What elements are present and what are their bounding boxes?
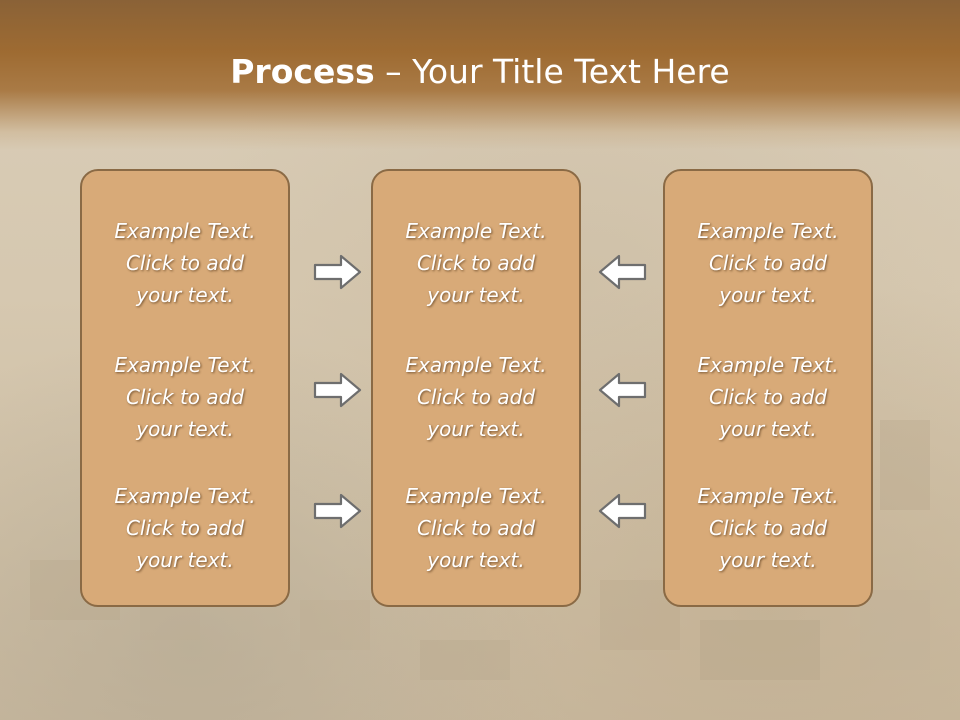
arrow-left-icon xyxy=(598,254,647,290)
text-line: Example Text. xyxy=(114,484,256,508)
arrow-left-icon xyxy=(598,493,647,529)
text-line: your text. xyxy=(719,283,817,307)
arrow-right-icon xyxy=(313,372,362,408)
text-line: Example Text. xyxy=(114,353,256,377)
process-box-right[interactable]: Example Text. Click to add your text. Ex… xyxy=(663,169,873,607)
process-box-center[interactable]: Example Text. Click to add your text. Ex… xyxy=(371,169,581,607)
text-block[interactable]: Example Text. Click to add your text. xyxy=(665,349,871,445)
text-line: Click to add xyxy=(125,385,245,409)
text-block[interactable]: Example Text. Click to add your text. xyxy=(665,215,871,311)
text-block[interactable]: Example Text. Click to add your text. xyxy=(373,349,579,445)
text-line: Example Text. xyxy=(697,484,839,508)
text-line: your text. xyxy=(427,548,525,572)
text-line: your text. xyxy=(427,417,525,441)
text-line: Example Text. xyxy=(405,219,547,243)
arrow-right-icon xyxy=(313,254,362,290)
text-block[interactable]: Example Text. Click to add your text. xyxy=(373,480,579,576)
arrow-left-icon xyxy=(598,372,647,408)
text-block[interactable]: Example Text. Click to add your text. xyxy=(82,480,288,576)
text-line: your text. xyxy=(136,548,234,572)
text-line: Click to add xyxy=(416,251,536,275)
text-line: Example Text. xyxy=(405,484,547,508)
text-block[interactable]: Example Text. Click to add your text. xyxy=(373,215,579,311)
slide-title[interactable]: Process – Your Title Text Here xyxy=(0,52,960,91)
text-line: your text. xyxy=(136,417,234,441)
text-block[interactable]: Example Text. Click to add your text. xyxy=(82,215,288,311)
title-bold: Process xyxy=(230,52,375,91)
text-line: your text. xyxy=(427,283,525,307)
text-line: Click to add xyxy=(708,251,828,275)
text-line: Example Text. xyxy=(405,353,547,377)
text-line: Example Text. xyxy=(697,219,839,243)
text-line: Click to add xyxy=(708,516,828,540)
text-block[interactable]: Example Text. Click to add your text. xyxy=(82,349,288,445)
text-line: Example Text. xyxy=(114,219,256,243)
text-line: your text. xyxy=(719,417,817,441)
text-line: Click to add xyxy=(708,385,828,409)
title-bar xyxy=(0,0,960,150)
title-rest: – Your Title Text Here xyxy=(374,52,730,91)
text-line: your text. xyxy=(719,548,817,572)
arrow-right-icon xyxy=(313,493,362,529)
process-box-left[interactable]: Example Text. Click to add your text. Ex… xyxy=(80,169,290,607)
text-line: Click to add xyxy=(416,385,536,409)
text-line: Click to add xyxy=(125,251,245,275)
text-line: Example Text. xyxy=(697,353,839,377)
text-line: your text. xyxy=(136,283,234,307)
text-line: Click to add xyxy=(125,516,245,540)
text-block[interactable]: Example Text. Click to add your text. xyxy=(665,480,871,576)
text-line: Click to add xyxy=(416,516,536,540)
